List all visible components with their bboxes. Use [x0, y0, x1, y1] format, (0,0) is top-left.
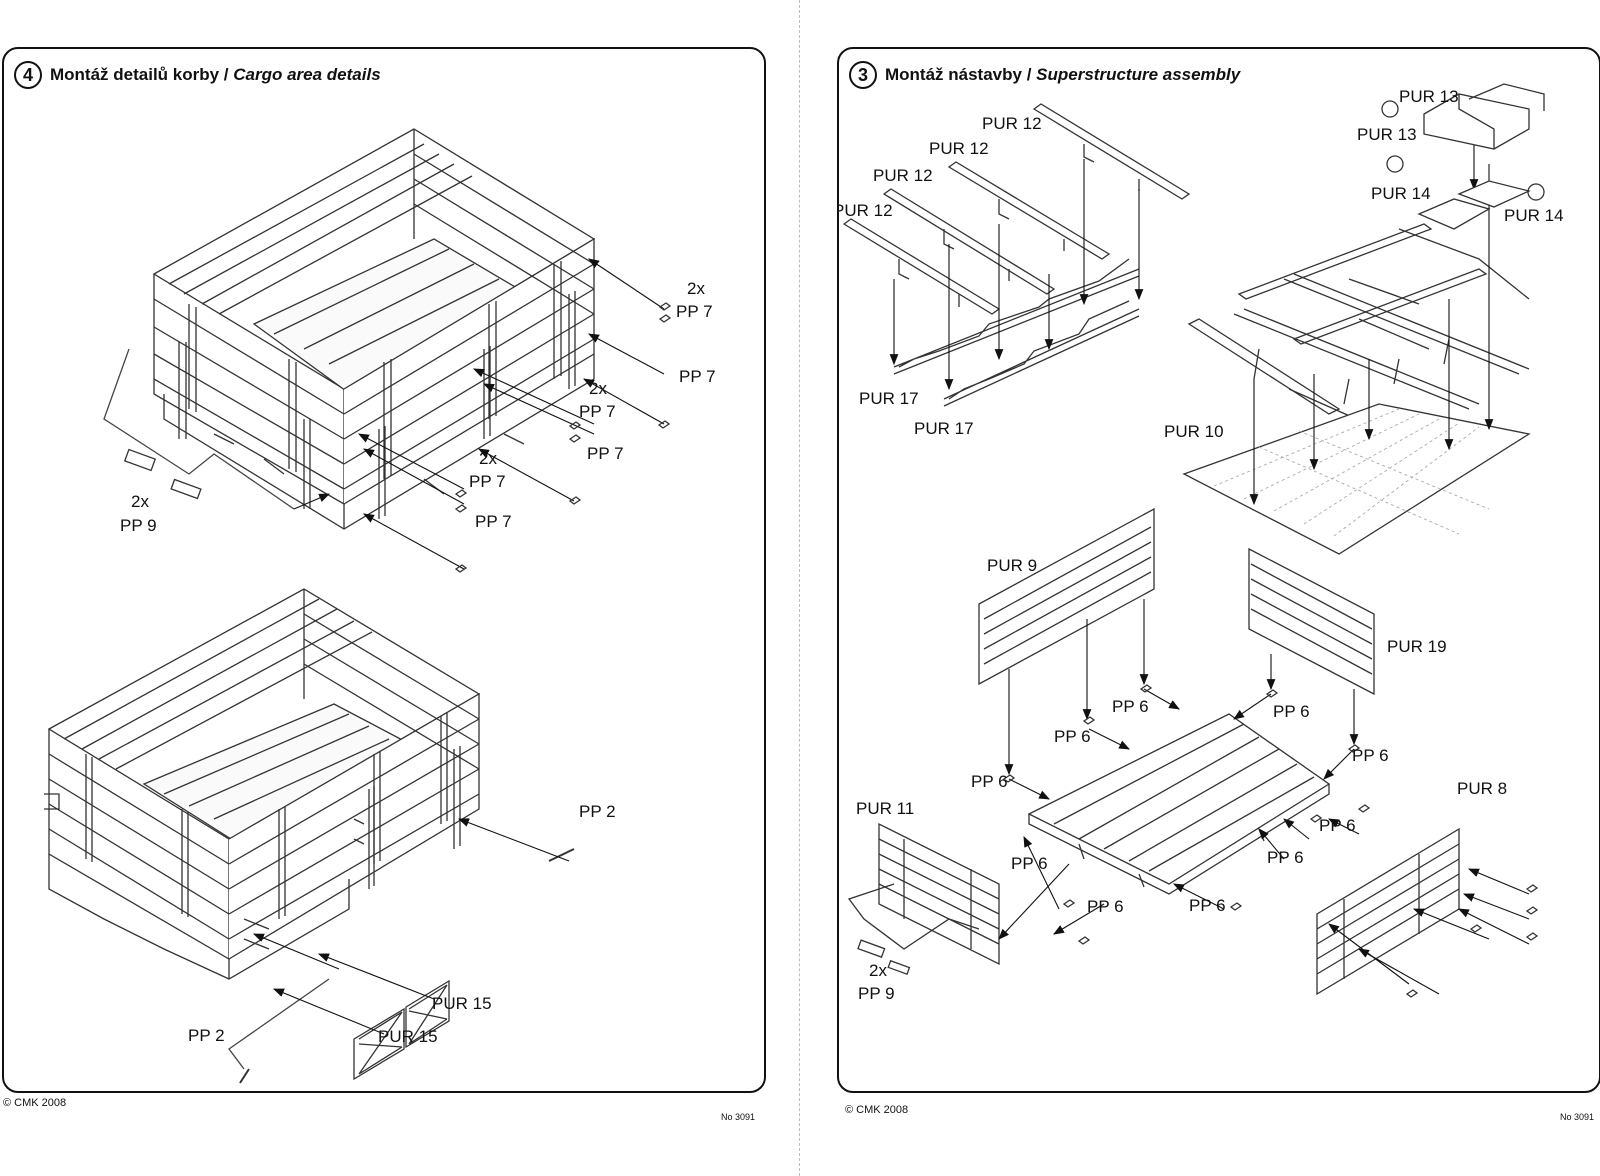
label-pur15-b: PUR 15 [378, 1027, 438, 1046]
label-pur17-b: PUR 17 [914, 419, 974, 438]
pur19-wall [1248, 547, 1375, 696]
label-pp6-i: PP 6 [1189, 896, 1226, 915]
label-pp7-f: PP 7 [475, 512, 512, 531]
pp2-rod-a [548, 848, 575, 862]
pur12-bow-d [1032, 103, 1191, 200]
upper-wagon-body [152, 128, 596, 530]
pp9-plate-a [123, 448, 157, 472]
label-pur10: PUR 10 [1164, 422, 1224, 441]
roof-frame-assembly [1187, 223, 1530, 430]
label-pur19: PUR 19 [1387, 637, 1447, 656]
label-pp9-qty: 2x [131, 492, 149, 511]
label-pp7-d: PP 7 [587, 444, 624, 463]
pur12-bow-c [947, 161, 1111, 260]
pur12-bow-a [842, 218, 1001, 315]
pur10-floor [1182, 403, 1531, 555]
label-pp6-d: PP 6 [1352, 746, 1389, 765]
label-pp6-h: PP 6 [1011, 854, 1048, 873]
label-pur11: PUR 11 [856, 799, 914, 818]
label-pp7-c-qty: 2x [589, 379, 607, 398]
label-pur12-a: PUR 12 [982, 114, 1042, 133]
step-title-cz: Montáž nástavby [885, 65, 1022, 84]
step-title-en: Cargo area details [233, 65, 381, 84]
label-pur9: PUR 9 [987, 556, 1037, 575]
label-pp6-g: PP 6 [1267, 848, 1304, 867]
step-title-en: Superstructure assembly [1036, 65, 1241, 84]
step-number-badge: 4 [14, 61, 42, 89]
step-3-panel: 3 Montáž nástavby / Superstructure assem… [837, 47, 1600, 1093]
label-pp6-a: PP 6 [1112, 697, 1149, 716]
step-4-header: 4 Montáž detailů korby / Cargo area deta… [14, 61, 381, 89]
doc-number-left: No 3091 [721, 1112, 756, 1122]
pur17-rail-a [893, 258, 1140, 375]
step-title-separator: / [1021, 65, 1037, 84]
label-pur13-b: PUR 13 [1357, 125, 1417, 144]
label-pur8: PUR 8 [1457, 779, 1507, 798]
label-pp6-b: PP 6 [1273, 702, 1310, 721]
copyright-left: © CMK 2008 [3, 1097, 67, 1109]
label-pur13-a: PUR 13 [1399, 87, 1459, 106]
copyright-right: © CMK 2008 [845, 1104, 909, 1116]
pur14-part-b [1457, 180, 1531, 208]
pur12-bow-b [882, 188, 1056, 295]
step-title-separator: / [219, 65, 234, 84]
label-pur12-d: PUR 12 [839, 201, 893, 220]
step-4-panel: 4 Montáž detailů korby / Cargo area deta… [2, 47, 766, 1093]
pp9-plate-b [170, 478, 202, 500]
label-pp2-a: PP 2 [579, 802, 616, 821]
pp2-rod-b [239, 1068, 250, 1084]
label-pur12-b: PUR 12 [929, 139, 989, 158]
c-mark-icon-a [1381, 100, 1399, 118]
pur9-wall [978, 507, 1155, 686]
label-pp7-a: PP 7 [676, 302, 713, 321]
superstructure-assembly-drawing: PUR 12 PUR 12 PUR 12 PUR 12 PUR 17 PUR 1… [839, 83, 1564, 1003]
c-mark-icon-c [1527, 183, 1545, 201]
label-pur14-b: PUR 14 [1504, 206, 1564, 225]
label-pp9: PP 9 [120, 516, 157, 535]
label-pp6-j: PP 6 [1087, 897, 1124, 916]
pur8-wall [1316, 827, 1460, 996]
label-pp7-c: PP 7 [579, 402, 616, 421]
label-pp6-e: PP 6 [971, 772, 1008, 791]
label-pur14-a: PUR 14 [1371, 184, 1431, 203]
label-pp6-c: PP 6 [1054, 727, 1091, 746]
label-pp2-b: PP 2 [188, 1026, 225, 1045]
lower-wagon-body [44, 588, 481, 980]
label-pp7-a-qty: 2x [687, 279, 705, 298]
label-pp9: PP 9 [858, 984, 895, 1003]
pur14-part-a [1417, 198, 1491, 230]
label-pur12-c: PUR 12 [873, 166, 933, 185]
label-pp6-f: PP 6 [1319, 816, 1356, 835]
step-number-badge: 3 [849, 61, 877, 89]
page-divider [799, 0, 800, 1176]
pp9-plate-b [887, 959, 911, 976]
step-title-cz: Montáž detailů korby [50, 65, 220, 84]
label-pp9-qty: 2x [869, 961, 887, 980]
label-pur17-a: PUR 17 [859, 389, 919, 408]
pp9-plate-a [857, 939, 886, 958]
cargo-area-details-drawing: 2x PP 7 PP 7 2x PP 7 PP 7 2x PP 7 PP 7 2… [44, 128, 716, 1084]
label-pur15-a: PUR 15 [432, 994, 492, 1013]
c-mark-icon-b [1386, 155, 1404, 173]
label-pp7-b: PP 7 [679, 367, 716, 386]
doc-number-right: No 3091 [1560, 1112, 1595, 1122]
pur17-rail-b [943, 300, 1140, 407]
step-3-header: 3 Montáž nástavby / Superstructure assem… [849, 61, 1240, 89]
label-pp7-e: PP 7 [469, 472, 506, 491]
label-pp7-e-qty: 2x [479, 449, 497, 468]
